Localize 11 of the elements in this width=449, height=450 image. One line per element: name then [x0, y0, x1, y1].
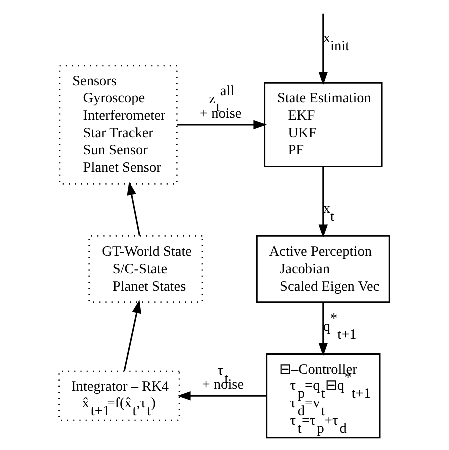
node-box: GT-World State S/C-State Planet States: [88, 234, 204, 303]
node-box: Sensors Gyroscope Interferometer Star Tracker Sun Sensor Planet Sensor: [59, 64, 178, 184]
arrow: [318, 302, 328, 356]
arrow: [124, 300, 142, 371]
arrow: [318, 13, 328, 85]
arrow: [127, 181, 140, 236]
node-box: State Estimation EKF UKF PF: [264, 82, 383, 167]
node-box: Active Perception Jacobian Scaled Eigen Vec: [256, 234, 390, 303]
arrow: [178, 390, 267, 400]
arrow: [318, 166, 328, 238]
arrow: [177, 120, 267, 130]
